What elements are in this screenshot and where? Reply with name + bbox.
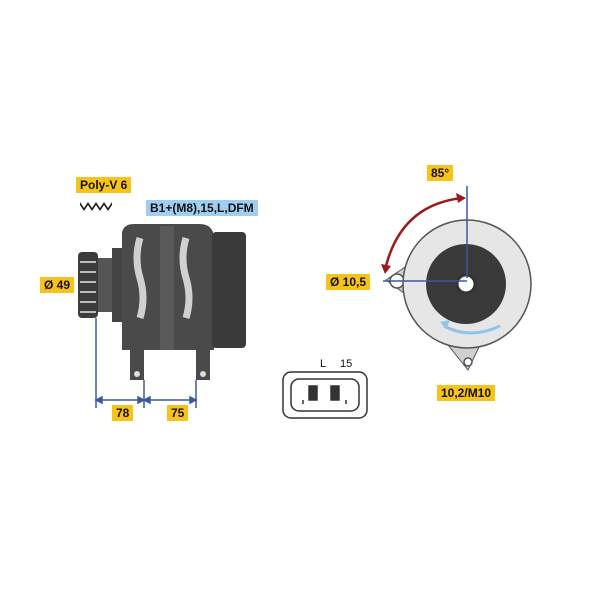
connector-pin-l: L <box>320 358 327 370</box>
belt-label: Poly-V 6 <box>76 177 132 193</box>
angle-label: 85° <box>427 165 454 181</box>
rotation-arrow-icon <box>440 320 501 335</box>
alternator-end-view <box>385 219 532 371</box>
poly-v-belt-icon <box>80 202 112 211</box>
pulley <box>78 248 124 322</box>
connector-pin-15: 15 <box>340 358 353 370</box>
terminals-label: B1+(M8),15,L,DFM <box>146 200 258 216</box>
hole-diameter-label: Ø 10,5 <box>326 274 371 290</box>
alternator-housing <box>122 224 246 380</box>
front-dimension-label: 78 <box>112 405 134 421</box>
pulley-diameter-label: Ø 49 <box>40 277 75 293</box>
rear-dimension-label: 75 <box>167 405 189 421</box>
angle-arc <box>381 186 468 282</box>
connector-plug-icon <box>282 371 368 419</box>
dimension-lines <box>94 318 198 408</box>
mount-thread-label: 10,2/M10 <box>437 385 496 401</box>
